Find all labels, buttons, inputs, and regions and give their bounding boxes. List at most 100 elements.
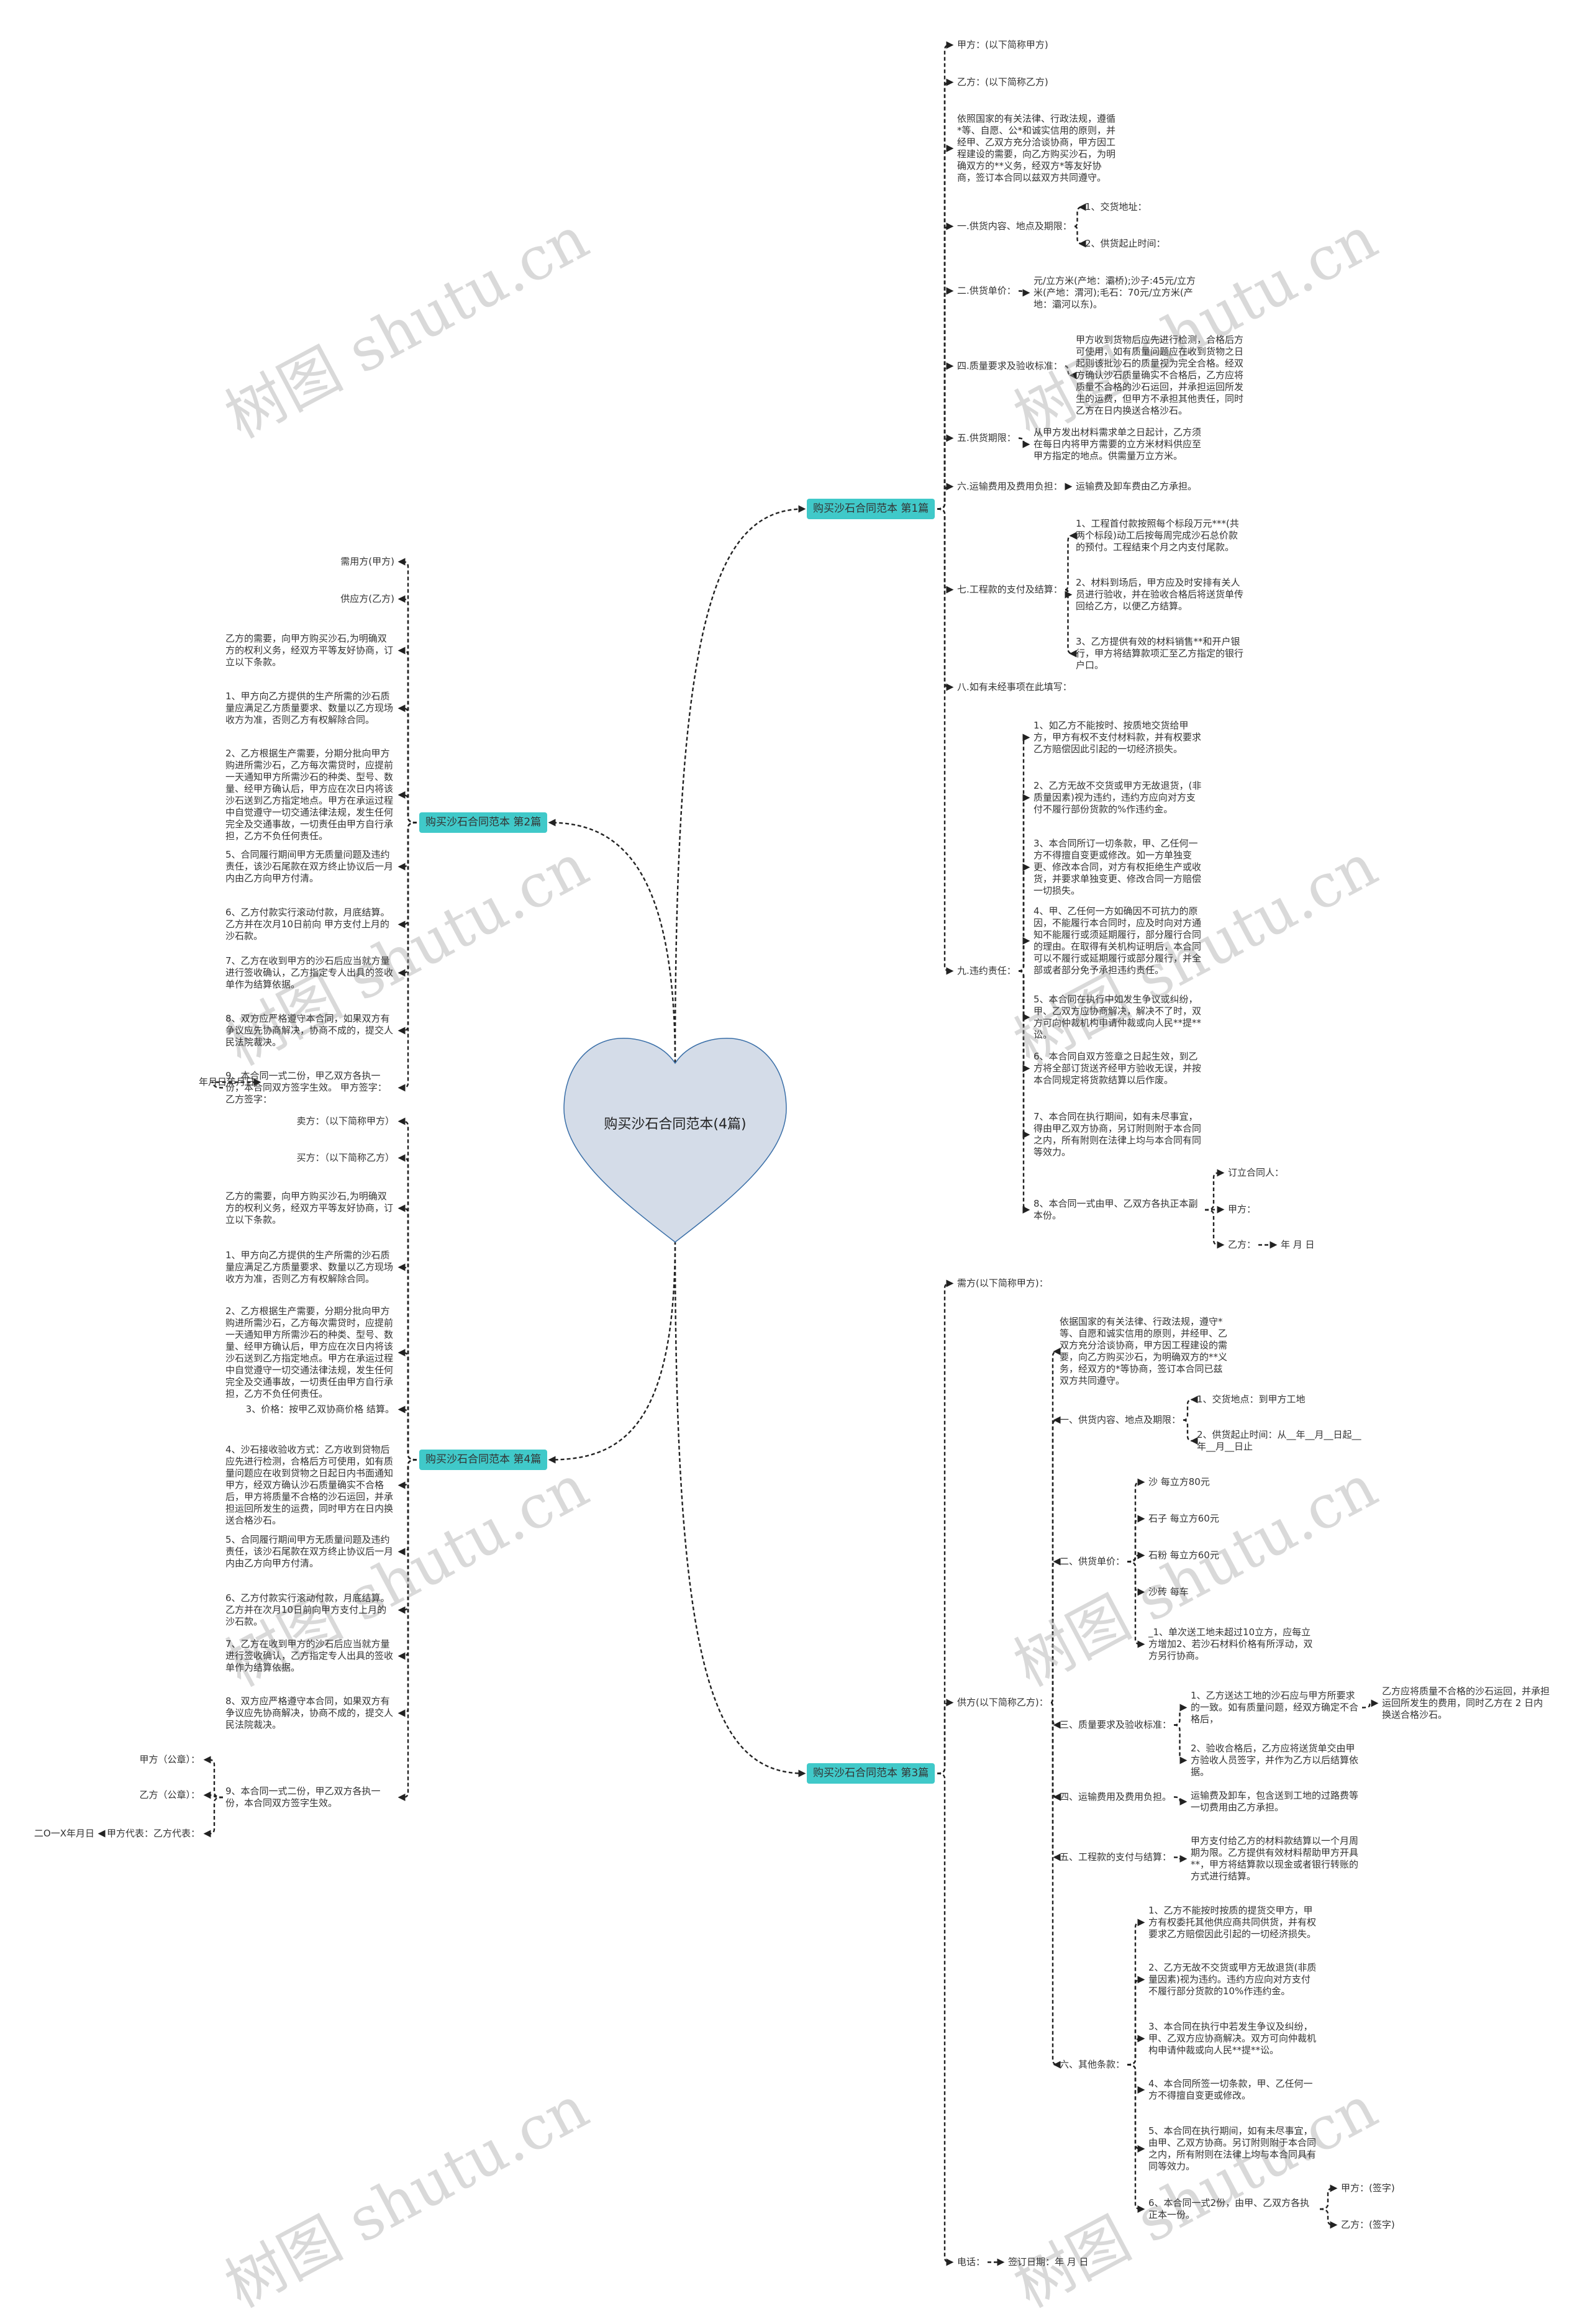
connector-line (1127, 2064, 1145, 2213)
node-clause-4: 四、运输费用及费用负担。 (1060, 1791, 1172, 1802)
node-item: 8、双方应严格遵守本合同，如果双方有争议应先协商解决，协商不成的，提交人民法院裁… (225, 1695, 394, 1730)
node-item: 4、甲、乙任何一方如确因不可抗力的原因，不能履行本合同时，应及时向对方通知不能履… (1034, 906, 1202, 976)
node-clause-8: 八.如有未经事项在此填写： (957, 681, 1072, 692)
node-item: 6、本合同自双方签章之日起生效，到乙方将全部订货送齐经甲方验收无误，并按本合同规… (1034, 1051, 1202, 1086)
connector-line (398, 1263, 417, 1461)
connector-line (1065, 365, 1077, 379)
node-date: 年月日年月日 (198, 1076, 255, 1087)
node-clause-1: 一.供货内容、地点及期限： (957, 220, 1072, 232)
node-item: 1、如乙方不能按时、按质地交货给甲方，甲方有权不支付材料款，并有权要求乙方赔偿因… (1034, 720, 1202, 755)
connector-line (937, 222, 954, 510)
node-item: 9、本合同一式二份，甲乙双方各执一份，本合同双方签字生效。 (225, 1786, 381, 1809)
connector-line (1127, 1918, 1145, 2066)
node-representative: 甲方代表：乙方代表： (106, 1828, 200, 1839)
branch-section-1[interactable]: 购买沙石合同范本 第1篇 (807, 499, 935, 519)
node-item: 2、材料到场后，甲方应及时安排有关人员进行验收，并在验收合格后将送货单传回给乙方… (1076, 577, 1244, 612)
node-item: 1、甲方向乙方提供的生产所需的沙石质量应满足乙方质量要求、数量以乙方现场收方为准… (225, 691, 394, 725)
connector-line (1183, 1419, 1198, 1445)
connector-line (398, 822, 417, 1092)
node-clause-9: 九.违约责任： (957, 965, 1016, 976)
connector-line (398, 1459, 417, 1556)
node-item: 从甲方发出材料需求单之日起计，乙方须在每日内将甲方需要的立方米材料供应至甲方指定… (1034, 427, 1202, 461)
node-item: 7、乙方在收到甲方的沙石后应当就方量进行签收确认，乙方指定专人出具的签收单作为结… (225, 955, 394, 990)
connector-line (1127, 1551, 1145, 1563)
root-topic-title[interactable]: 购买沙石合同范本(4篇) (604, 1117, 747, 1132)
branch-section-4[interactable]: 购买沙石合同范本 第4篇 (419, 1450, 548, 1470)
node-clause-5: 五、工程款的支付与结算： (1060, 1851, 1172, 1863)
node-item: 3、本合同在执行中若发生争议及纠纷，甲、乙双方应协商解决。双方可向仲裁机构申请仲… (1148, 2021, 1317, 2056)
node-item: 8、双方应严格遵守本合同，如果双方有争议应先协商解决，协商不成的，提交人民法院裁… (225, 1013, 394, 1048)
node-item: 2、供货起止时间： (1085, 238, 1166, 249)
node-preamble: 依据国家的有关法律、行政法规，遵守*等、自愿和诚实信用的原则，并经甲、乙双方充分… (1060, 1316, 1228, 1386)
connector-line (1050, 1348, 1061, 1704)
branch-section-3[interactable]: 购买沙石合同范本 第3篇 (807, 1763, 935, 1784)
node-item: 需用方(甲方) (340, 556, 394, 567)
node-item: 卖方：（以下简称甲方） (296, 1115, 394, 1127)
connector-line (1050, 1416, 1061, 1704)
branch-section-2[interactable]: 购买沙石合同范本 第2篇 (419, 812, 548, 833)
node-seal: 乙方（公章）： (139, 1789, 200, 1800)
connector-line (398, 595, 417, 824)
connector-line (1127, 1515, 1145, 1563)
connector-line (937, 78, 954, 510)
node-item: 1、工程首付款按照每个标段万元***(共两个标段)动工后按每周完成沙石总价款的预… (1076, 518, 1239, 553)
node-price: 沙砖 每车 (1148, 1586, 1189, 1597)
connector-line (1050, 1702, 1061, 1861)
connector-line (1018, 289, 1030, 297)
watermark: 树图 shutu.cn (214, 202, 599, 452)
node-item: 6、乙方付款实行滚动付款，月底结算。乙方并在次月10日前向甲方支付上月的沙石款。 (225, 1592, 390, 1627)
node-buyer: 需方(以下简称甲方)： (957, 1278, 1048, 1289)
node-item: 8、本合同一式由甲、乙双方各执正本副本份。 (1034, 1198, 1198, 1221)
connector-line (1127, 1561, 1145, 1648)
node-price-note: _1、单次送工地未超过10立方，应每立方增加2、若沙石材料价格有所浮动，双方另行… (1148, 1627, 1313, 1661)
connector-line (398, 1204, 417, 1461)
connector-line (398, 1459, 417, 1717)
connector-line (398, 1459, 417, 1489)
node-clause-2: 二、供货单价： (1060, 1556, 1125, 1567)
connector-line (1074, 203, 1086, 227)
connector-line (1018, 970, 1030, 1021)
connector-line (398, 822, 417, 928)
connector-line (398, 791, 417, 824)
connector-line (1204, 1169, 1225, 1211)
node-item: 5、本合同在执行中如发生争议或纠纷，甲、乙双方应协商解决，解决不了时，双方可向仲… (1034, 994, 1202, 1040)
node-clause-2: 二.供货单价： (957, 285, 1016, 296)
connector-line (1050, 1702, 1061, 1801)
connector-line (1050, 1558, 1061, 1704)
connector-line (398, 647, 417, 824)
connector-line (398, 704, 417, 824)
node-price: 沙 每立方80元 (1148, 1476, 1210, 1487)
node-item: 7、乙方在收到甲方的沙石后应当就方量进行签收确认，乙方指定专人出具的签收单作为结… (225, 1638, 394, 1673)
connector-line (937, 41, 954, 510)
connector-line (398, 1459, 417, 1614)
connector-line (1018, 437, 1030, 448)
node-price: 石粉 每立方60元 (1148, 1550, 1219, 1561)
node-date: 签订日期：年 月 日 (1008, 2256, 1089, 2267)
node-clause-1: 一、供货内容、地点及期限： (1060, 1414, 1181, 1425)
connector-line (937, 483, 954, 510)
node-item: 5、合同履行期间甲方无质量问题及违约责任，该沙石尾款在双方终止协议后一月内由乙方… (225, 849, 394, 884)
node-item: 元/立方米(产地：灞桥);沙子:45元/立方米(产地：渭河);毛石：70元/立方… (1034, 275, 1196, 310)
watermark: 树图 shutu.cn (214, 2072, 599, 2322)
connector-line (203, 1796, 224, 1838)
node-clause-7: 七.工程款的支付及结算： (957, 584, 1063, 595)
connector-line (203, 1756, 224, 1799)
node-signer: 乙方： (1228, 1239, 1256, 1250)
connector-line (1173, 1724, 1188, 1764)
node-item: 甲方支付给乙方的材料款结算以一个月周期为限。乙方提供有效材料帮助甲方开具**，甲… (1191, 1835, 1359, 1882)
node-item: 运输费及卸车费由乙方承担。 (1076, 481, 1197, 492)
connector-line (937, 508, 954, 691)
node-item: 7、本合同在执行期间，如有未尽事宜，得由甲乙双方协商，另订附则附于本合同之内，所… (1034, 1111, 1202, 1158)
connector-line (398, 1459, 417, 1660)
node-item: 3、本合同所订一切条款，甲、乙任何一方不得擅自变更或修改。如一方单独变更、修改本… (1034, 838, 1202, 896)
connector-line (937, 1279, 954, 1774)
root-heart-shape[interactable] (563, 1037, 788, 1243)
connector-line (1183, 1396, 1198, 1421)
node-item: 1、甲方向乙方提供的生产所需的沙石质量应满足乙方质量要求、数量以乙方现场收方为准… (225, 1250, 394, 1284)
node-item: 1、乙方送达工地的沙石应与甲方所要求的一致。如有质量问题，经双方确定不合格后， (1191, 1690, 1359, 1725)
connector-line (1127, 1478, 1145, 1563)
connector-line (937, 1773, 954, 2266)
connector-line (937, 434, 954, 510)
node-item: 2、乙方根据生产需要，分期分批向甲方购进所需沙石，乙方每次需贷时，应提前一天通知… (225, 748, 394, 842)
